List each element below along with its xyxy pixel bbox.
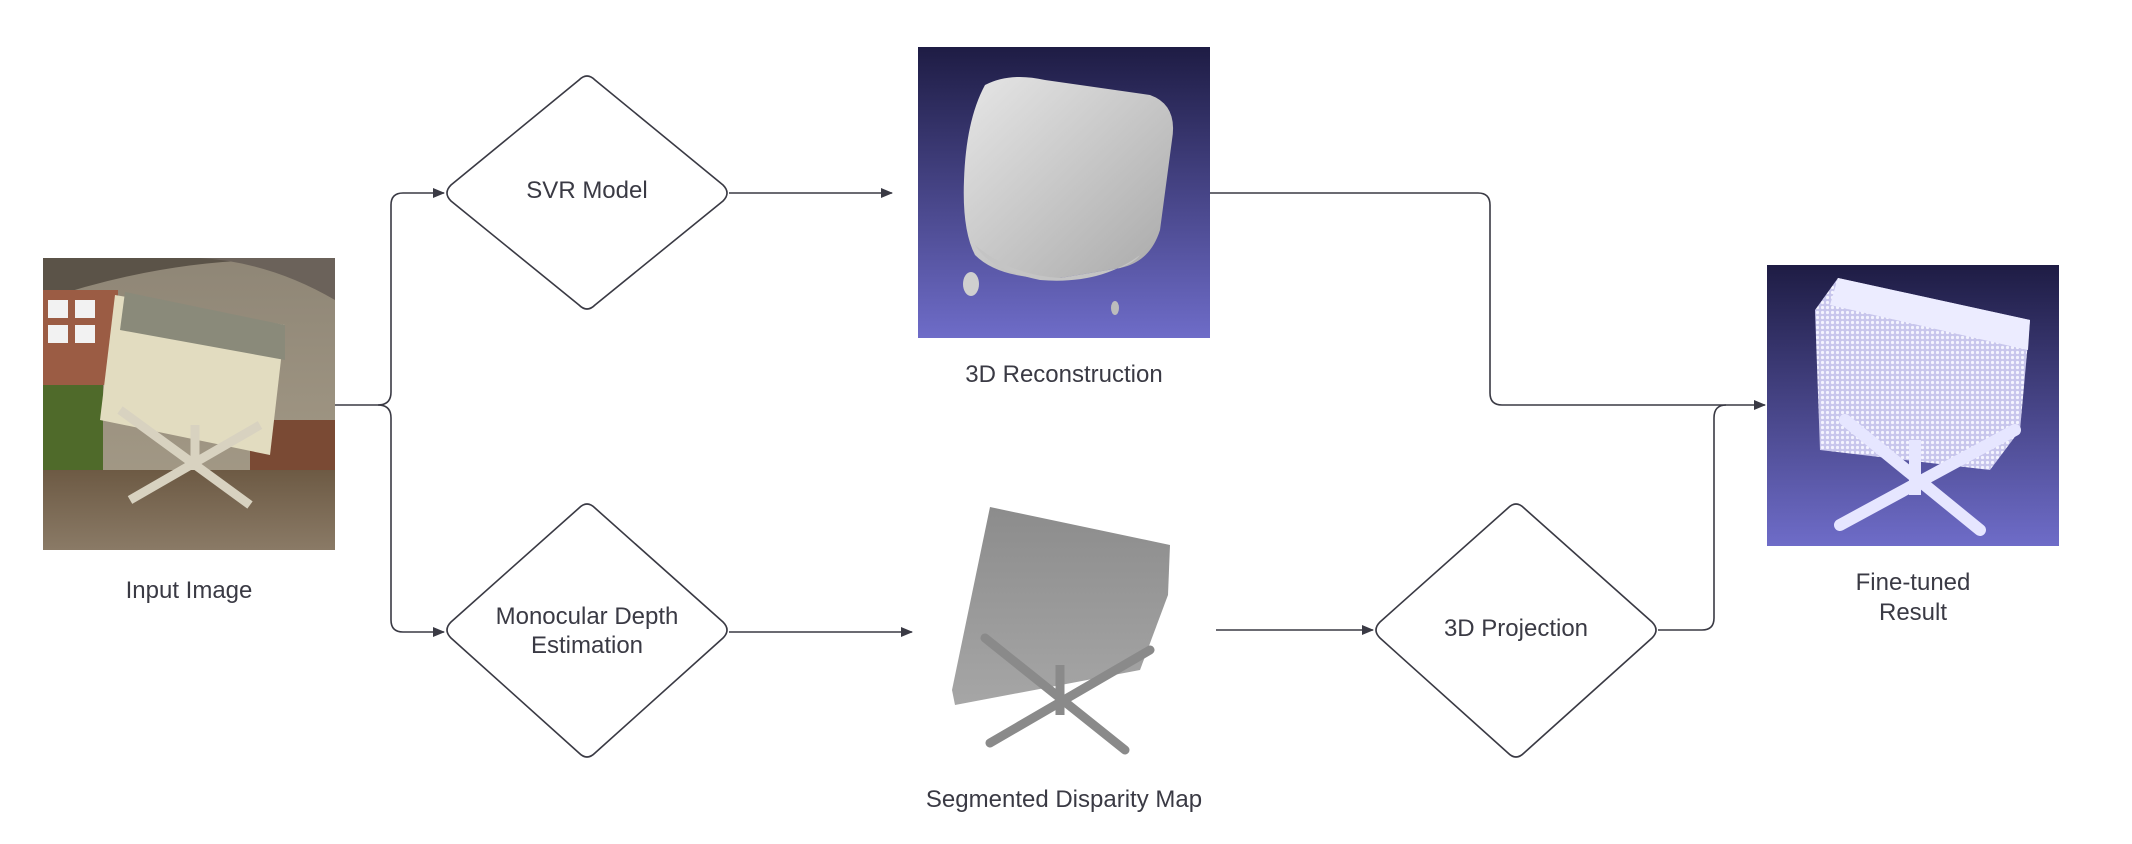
- caption-3d-reconstruction: 3D Reconstruction: [965, 361, 1163, 388]
- connector-reconstruction-to-result: [1210, 192, 1766, 410]
- node-monocular-depth: Monocular Depth Estimation: [446, 503, 728, 758]
- projection-label: 3D Projection: [1444, 615, 1588, 642]
- connector-input-to-depth: [377, 404, 445, 637]
- caption-result-line1: Fine-tuned: [1855, 569, 1971, 596]
- caption-result: Fine-tuned Result: [1813, 568, 2013, 628]
- node-3d-projection: 3D Projection: [1375, 503, 1657, 758]
- caption-disparity-map: Segmented Disparity Map: [925, 786, 1203, 813]
- disparity-map: [952, 507, 1170, 755]
- mesh-render: [918, 47, 1210, 338]
- caption-result-line2: Result: [1878, 599, 1948, 626]
- depth-label-line2: Estimation: [531, 632, 643, 659]
- connector-input-to-svr: [335, 188, 445, 406]
- svr-model-label: SVR Model: [526, 177, 647, 204]
- input-photo: [43, 258, 335, 550]
- point-cloud-render: [1767, 265, 2059, 546]
- node-svr-model: SVR Model: [446, 75, 728, 310]
- connector-projection-to-result: [1658, 404, 1727, 631]
- depth-label-line1: Monocular Depth: [496, 603, 679, 630]
- caption-input-image: Input Image: [125, 577, 253, 604]
